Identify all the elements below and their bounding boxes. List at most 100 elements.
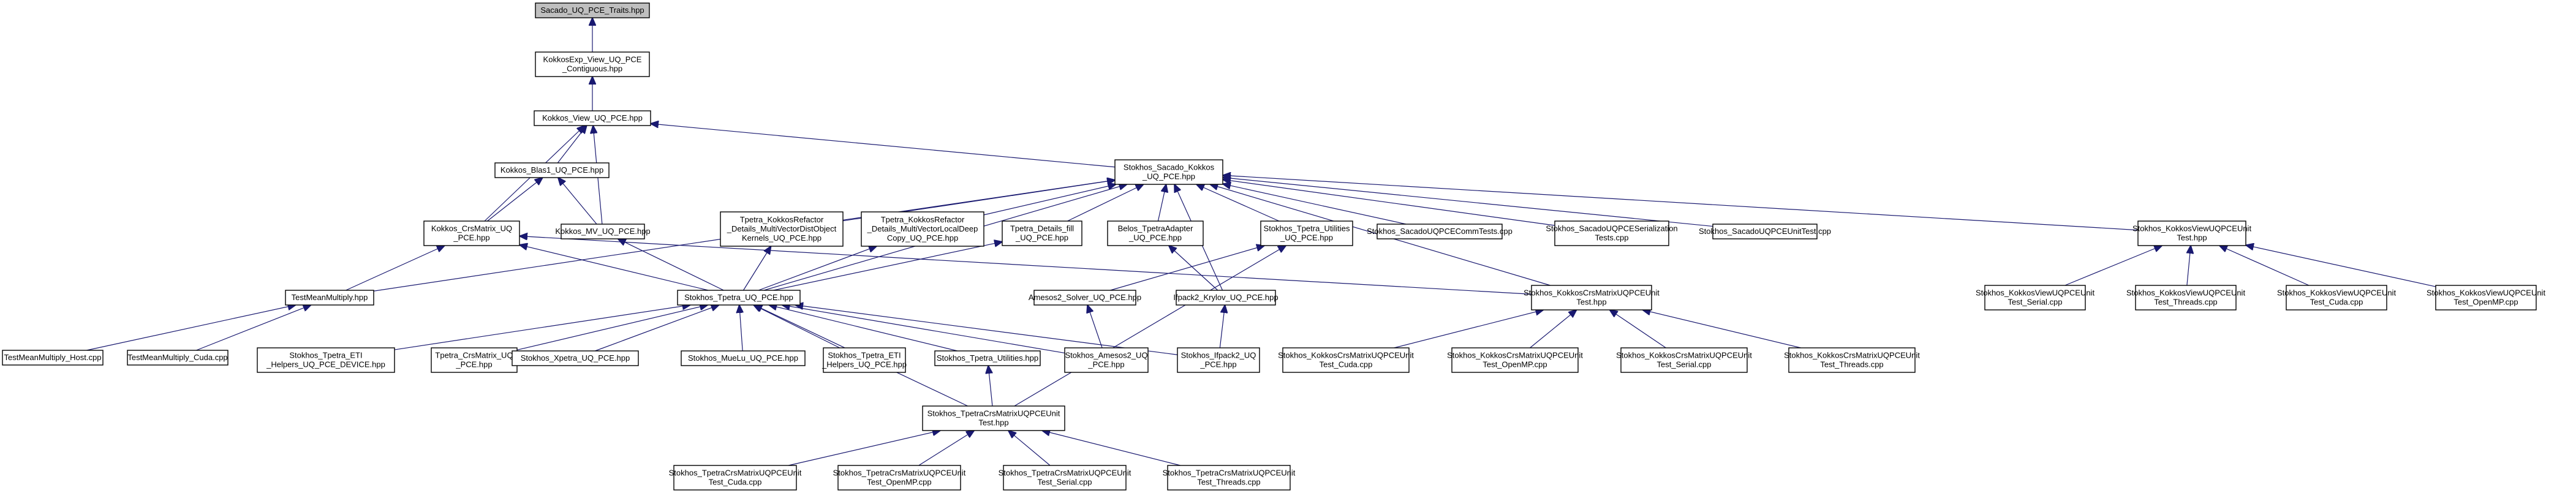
node-stu[interactable]: Stokhos_Tpetra_Utilities_UQ_PCE.hpp: [1260, 220, 1353, 246]
node-kblas[interactable]: Kokkos_Blas1_UQ_PCE.hpp: [494, 162, 610, 178]
node-box: [1107, 220, 1204, 246]
node-skv4[interactable]: Stokhos_KokkosViewUQPCEUnitTest_OpenMP.c…: [2427, 285, 2546, 310]
node-stk[interactable]: Stokhos_Sacado_Kokkos_UQ_PCE.hpp: [1114, 159, 1223, 185]
node-kcrs[interactable]: Kokkos_CrsMatrix_UQ_PCE.hpp: [423, 220, 520, 246]
edge-stc4-to-stc: [1042, 431, 1180, 466]
node-box: [2286, 285, 2387, 310]
node-label: Stokhos_Tpetra_ETI: [828, 351, 901, 360]
node-box: [1064, 347, 1149, 373]
edge-skc1-to-skc: [1394, 310, 1544, 348]
node-skv2[interactable]: Stokhos_KokkosViewUQPCEUnitTest_Threads.…: [2126, 285, 2246, 310]
node-label: _UQ_PCE.hpp: [1015, 233, 1068, 243]
node-stc2[interactable]: Stokhos_TpetraCrsMatrixUQPCEUnitTest_Ope…: [833, 465, 966, 491]
node-label: Test_Threads.cpp: [1820, 360, 1883, 369]
node-skc2[interactable]: Stokhos_KokkosCrsMatrixUQPCEUnitTest_Ope…: [1447, 347, 1583, 373]
node-tmm[interactable]: TestMeanMultiply.hpp: [285, 290, 374, 306]
node-stc3[interactable]: Stokhos_TpetraCrsMatrixUQPCEUnitTest_Ser…: [999, 465, 1131, 491]
node-label: Stokhos_KokkosCrsMatrixUQPCEUnit: [1616, 351, 1752, 360]
node-eti2[interactable]: Stokhos_Tpetra_ETI_Helpers_UQ_PCE.hpp: [822, 347, 907, 373]
node-skc4[interactable]: Stokhos_KokkosCrsMatrixUQPCEUnitTest_Thr…: [1784, 347, 1920, 373]
node-label: Stokhos_KokkosViewUQPCEUnit: [2132, 224, 2252, 233]
node-tdf[interactable]: Tpetra_Details_fill_UQ_PCE.hpp: [1002, 220, 1082, 246]
node-skc3[interactable]: Stokhos_KokkosCrsMatrixUQPCEUnitTest_Ser…: [1616, 347, 1752, 373]
node-label: _PCE.hpp: [1087, 360, 1124, 369]
edge-stp-to-tkr2: [758, 246, 877, 291]
node-box: [423, 220, 520, 246]
node-box: [1554, 220, 1669, 246]
node-label: Stokhos_TpetraCrsMatrixUQPCEUnit: [1163, 469, 1296, 478]
edge-skc2-to-skc: [1530, 310, 1577, 348]
edge-stc1-to-stc: [788, 431, 940, 466]
edge-stu-to-stk: [1196, 184, 1280, 222]
node-stut[interactable]: Stokhos_Tpetra_Utilities.hpp: [934, 350, 1041, 366]
node-label: Test_Serial.cpp: [1657, 360, 1712, 369]
node-xp[interactable]: Stokhos_Xpetra_UQ_PCE.hpp: [512, 350, 639, 366]
node-label: Test.hpp: [2177, 233, 2207, 243]
node-box: [1377, 224, 1503, 239]
node-box: [1712, 224, 1818, 239]
node-if2[interactable]: Stokhos_Ifpack2_UQ_PCE.hpp: [1177, 347, 1260, 373]
node-stp[interactable]: Stokhos_Tpetra_UQ_PCE.hpp: [677, 290, 801, 306]
node-belos[interactable]: Belos_TpetraAdapter_UQ_PCE.hpp: [1107, 220, 1204, 246]
edge-stc-to-stut: [988, 366, 993, 407]
node-tcm[interactable]: Tpetra_CrsMatrix_UQ_PCE.hpp: [431, 347, 518, 373]
node-label: Stokhos_TpetraCrsMatrixUQPCEUnit: [927, 409, 1060, 418]
edge-stp-to-tkr1: [742, 246, 771, 291]
node-label: Stokhos_TpetraCrsMatrixUQPCEUnit: [669, 469, 802, 478]
node-box: [1282, 347, 1410, 373]
node-am2[interactable]: Stokhos_Amesos2_UQ_PCE.hpp: [1064, 347, 1149, 373]
node-label: Stokhos_KokkosViewUQPCEUnit: [2427, 288, 2546, 298]
edge-tcm-to-stp: [516, 305, 708, 351]
node-if2k[interactable]: Ifpack2_Krylov_UQ_PCE.hpp: [1173, 290, 1279, 306]
node-label: Test_Cuda.cpp: [709, 478, 762, 487]
node-label: Stokhos_SacadoUQPCEUnitTest.cpp: [1699, 227, 1831, 236]
node-label: Stokhos_KokkosCrsMatrixUQPCEUnit: [1784, 351, 1920, 360]
node-label: Kokkos_CrsMatrix_UQ: [431, 224, 512, 233]
node-box: [673, 465, 797, 491]
node-skv1[interactable]: Stokhos_KokkosViewUQPCEUnitTest_Serial.c…: [1976, 285, 2095, 310]
node-box: [1176, 290, 1276, 306]
node-stc4[interactable]: Stokhos_TpetraCrsMatrixUQPCEUnitTest_Thr…: [1163, 465, 1296, 491]
node-label: _Helpers_UQ_PCE.hpp: [822, 360, 907, 369]
node-mue[interactable]: Stokhos_MueLu_UQ_PCE.hpp: [681, 350, 806, 366]
node-box: [2137, 220, 2246, 246]
node-tkr2[interactable]: Tpetra_KokkosRefactor_Details_MultiVecto…: [861, 211, 984, 247]
node-sst[interactable]: Stokhos_SacadoUQPCESerializationTests.cp…: [1546, 220, 1678, 246]
node-skc1[interactable]: Stokhos_KokkosCrsMatrixUQPCEUnitTest_Cud…: [1278, 347, 1414, 373]
node-stc1[interactable]: Stokhos_TpetraCrsMatrixUQPCEUnitTest_Cud…: [669, 465, 802, 491]
node-box: [1002, 220, 1082, 246]
node-sut[interactable]: Stokhos_SacadoUQPCEUnitTest.cpp: [1699, 224, 1831, 239]
node-label: Stokhos_KokkosCrsMatrixUQPCEUnit: [1447, 351, 1583, 360]
edge-mue-to-stp: [739, 305, 742, 352]
node-am2s[interactable]: Amesos2_Solver_UQ_PCE.hpp: [1029, 290, 1141, 306]
node-box: [720, 211, 844, 247]
node-label: Sacado_UQ_PCE_Traits.hpp: [540, 6, 644, 15]
node-root[interactable]: Sacado_UQ_PCE_Traits.hpp: [535, 2, 650, 18]
node-label: Stokhos_Tpetra_Utilities: [1264, 224, 1350, 233]
edge-sct-to-stk: [1223, 184, 1407, 225]
edge-kmv-to-kblas: [558, 178, 597, 225]
node-box: [1984, 285, 2086, 310]
edge-stut-to-stp: [769, 305, 958, 352]
node-kexp[interactable]: KokkosExp_View_UQ_PCE_Contiguous.hpp: [535, 51, 650, 77]
node-label: Stokhos_KokkosCrsMatrixUQPCEUnit: [1524, 288, 1660, 298]
node-tkr1[interactable]: Tpetra_KokkosRefactor_Details_MultiVecto…: [720, 211, 844, 247]
node-kview[interactable]: Kokkos_View_UQ_PCE.hpp: [534, 110, 651, 126]
edge-belos-to-stk: [1157, 184, 1166, 222]
node-tmh[interactable]: TestMeanMultiply_Host.cpp: [2, 350, 104, 366]
edge-am2s-to-stu: [1110, 246, 1264, 291]
node-tmc[interactable]: TestMeanMultiply_Cuda.cpp: [127, 350, 229, 366]
node-eti[interactable]: Stokhos_Tpetra_ETI_Helpers_UQ_PCE_DEVICE…: [257, 347, 395, 373]
node-label: Stokhos_Tpetra_Utilities.hpp: [937, 353, 1038, 363]
node-kmv[interactable]: Kokkos_MV_UQ_PCE.hpp: [555, 224, 651, 239]
node-label: Kernels_UQ_PCE.hpp: [742, 233, 822, 243]
edge-if2-to-stp: [795, 305, 1178, 355]
node-label: Stokhos_TpetraCrsMatrixUQPCEUnit: [833, 469, 966, 478]
node-label: Test_Serial.cpp: [2008, 298, 2063, 307]
node-sct[interactable]: Stokhos_SacadoUQPCECommTests.cpp: [1367, 224, 1513, 239]
node-box: [934, 350, 1041, 366]
